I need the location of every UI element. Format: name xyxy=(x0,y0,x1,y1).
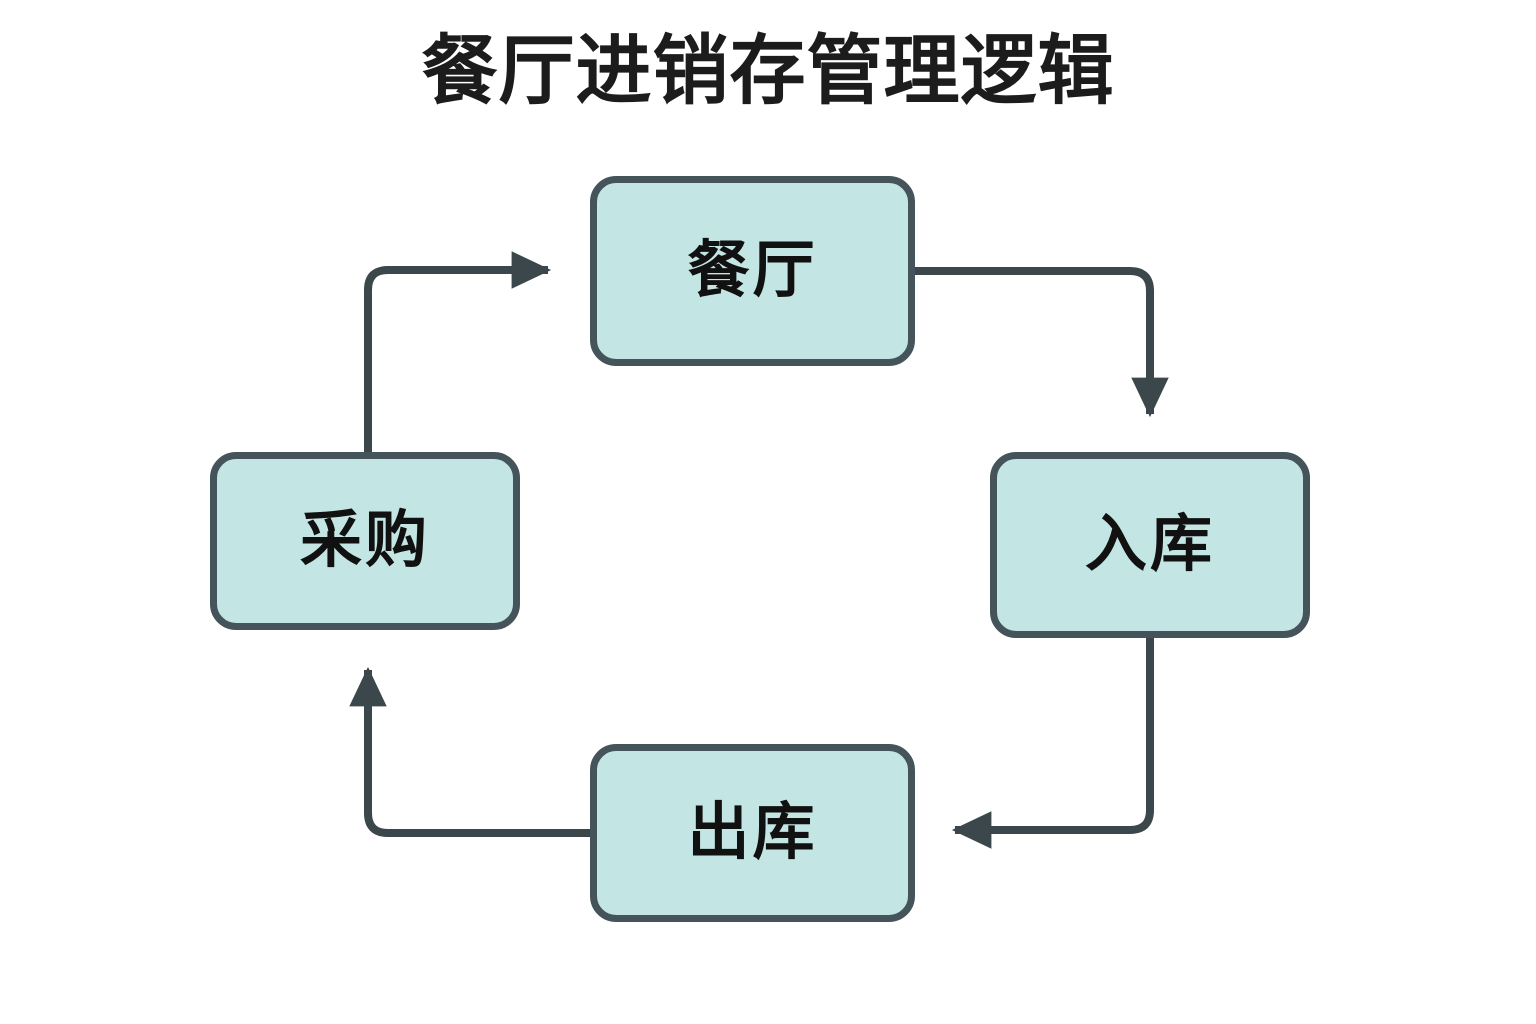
edge-outbound-to-purchase xyxy=(349,666,590,837)
node-restaurant-label: 餐厅 xyxy=(687,236,818,305)
node-outbound[interactable]: 出库 xyxy=(590,744,915,922)
node-inbound-label: 入库 xyxy=(1084,510,1215,579)
node-purchase[interactable]: 采购 xyxy=(210,452,520,630)
node-restaurant[interactable]: 餐厅 xyxy=(590,176,915,366)
node-purchase-label: 采购 xyxy=(299,506,430,575)
edge-purchase-to-restaurant xyxy=(364,251,552,452)
node-inbound[interactable]: 入库 xyxy=(990,452,1310,638)
edge-inbound-to-outbound xyxy=(951,638,1154,849)
node-outbound-label: 出库 xyxy=(687,798,818,867)
edge-restaurant-to-inbound xyxy=(915,267,1169,418)
page-title: 餐厅进销存管理逻辑 xyxy=(421,29,1115,114)
